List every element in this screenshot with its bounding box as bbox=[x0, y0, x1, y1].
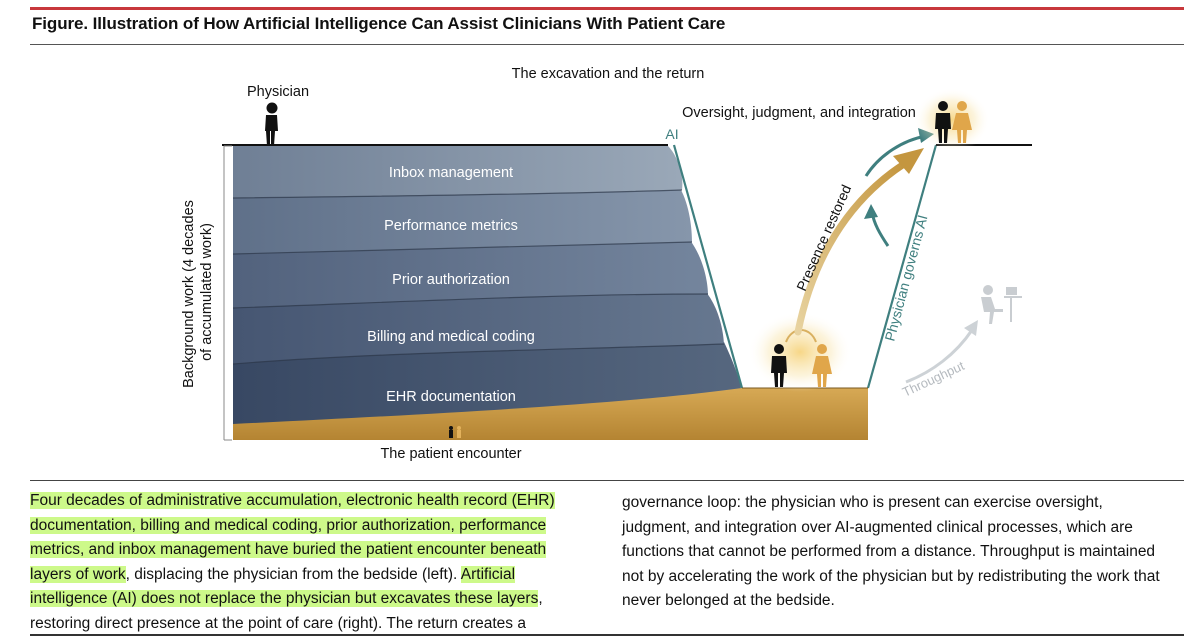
layer-billing-coding bbox=[233, 292, 724, 364]
layer-label-billing: Billing and medical coding bbox=[367, 329, 535, 345]
top-accent-rule bbox=[30, 7, 1184, 10]
patient-encounter-label: The patient encounter bbox=[380, 446, 521, 462]
workstation-icon bbox=[981, 285, 1022, 324]
small-physician-patient-bottom bbox=[449, 426, 461, 438]
oversight-label: Oversight, judgment, and integration bbox=[682, 105, 916, 121]
illustration-heading: The excavation and the return bbox=[512, 66, 705, 82]
layer-label-prior-auth: Prior authorization bbox=[392, 272, 510, 288]
figure-title: Figure. Illustration of How Artificial I… bbox=[32, 14, 726, 33]
caption-left-column: Four decades of administrative accumulat… bbox=[30, 489, 575, 637]
glow-top-right bbox=[914, 88, 990, 152]
layer-label-ehr: EHR documentation bbox=[386, 389, 516, 405]
title-divider bbox=[30, 44, 1184, 45]
y-axis-label-line1: Background work (4 decades bbox=[181, 200, 197, 388]
physician-figure-top bbox=[265, 102, 278, 146]
layer-prior-authorization bbox=[233, 240, 708, 308]
y-axis-label-line2: of accumulated work) bbox=[199, 223, 215, 361]
layer-performance-metrics bbox=[233, 188, 692, 254]
ground-patient-encounter bbox=[233, 388, 868, 440]
layer-divider-lines bbox=[232, 189, 725, 365]
layer-label-performance: Performance metrics bbox=[384, 218, 518, 234]
ai-label: AI bbox=[665, 126, 678, 142]
physician-figure-pit bbox=[771, 344, 787, 387]
physician-label: Physician bbox=[247, 84, 309, 100]
presence-arrow-head bbox=[893, 148, 924, 174]
physician-governs-ai-label: Physician governs AI bbox=[881, 213, 930, 343]
caption-text-2: , restoring direct presence at the point… bbox=[30, 590, 543, 632]
patient-figure-pit bbox=[812, 344, 832, 387]
presence-restored-arrow bbox=[794, 160, 908, 336]
throughput-arrow bbox=[905, 329, 974, 384]
governance-arrow-upper bbox=[864, 134, 927, 177]
physician-figure-top-right bbox=[935, 101, 951, 143]
caption-text-1: , displacing the physician from the beds… bbox=[125, 565, 461, 583]
layer-inbox-management bbox=[233, 146, 683, 198]
excavation-illustration: The excavation and the return Physician … bbox=[181, 66, 1032, 462]
y-axis-bracket bbox=[223, 145, 232, 441]
caption-right-column: governance loop: the physician who is pr… bbox=[622, 494, 1160, 610]
throughput-arrow-head bbox=[964, 320, 978, 336]
governance-arrow-lower-head bbox=[864, 204, 878, 219]
right-slope-line bbox=[866, 144, 938, 389]
presence-restored-label: Presence restored bbox=[793, 182, 854, 293]
patient-figure-top-right bbox=[952, 101, 972, 143]
layer-label-inbox: Inbox management bbox=[389, 165, 513, 181]
ai-slope-line bbox=[672, 144, 744, 389]
bottom-rule bbox=[30, 634, 1184, 636]
caption-divider bbox=[30, 480, 1184, 481]
y-axis-label: Background work (4 decades of accumulate… bbox=[181, 196, 215, 388]
